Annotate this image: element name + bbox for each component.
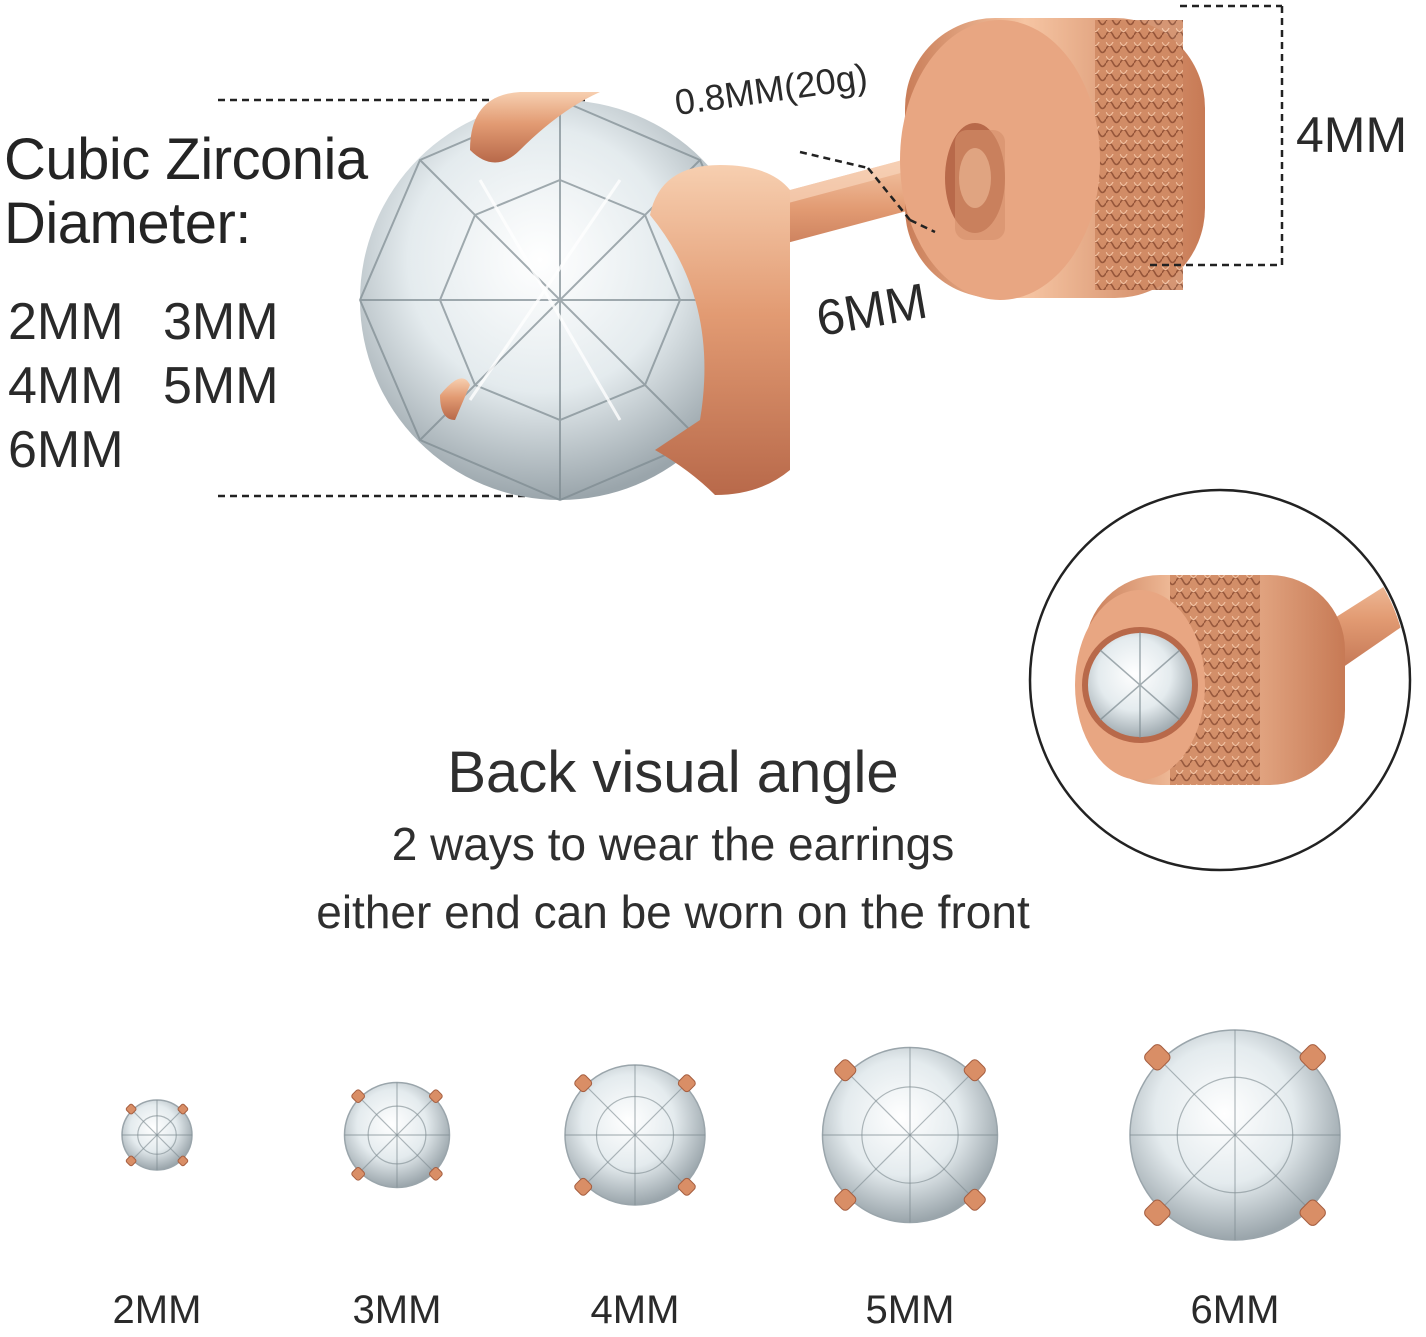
back-visual-angle-title: Back visual angle [447,740,899,805]
size-options-list: 2MM 3MM 4MM 5MM 6MM [8,290,318,482]
prong [1299,1044,1326,1071]
prong [574,1074,593,1093]
size-option: 6MM [8,421,124,479]
size-caption: 2MM [112,1288,202,1332]
heading-line-2: Diameter: [4,191,251,256]
prong [963,1188,986,1211]
prong [351,1089,365,1103]
size-option: 3MM [163,293,279,351]
stone-4mm [564,1064,706,1206]
prong [125,1155,137,1167]
size-caption: 6MM [1190,1288,1280,1332]
prong [1144,1044,1171,1071]
back-info-line-1: 2 ways to wear the earrings [391,818,955,870]
stone-3mm [343,1081,451,1189]
size-option: 4MM [8,357,124,415]
prong [677,1074,696,1093]
stone-6mm [1129,1029,1341,1241]
prong [351,1167,365,1181]
stone-5mm [821,1046,999,1224]
size-caption: 4MM [590,1288,680,1332]
stone-2mm [121,1099,193,1171]
size-option: 5MM [163,357,279,415]
heading-line-1: Cubic Zirconia [4,127,368,192]
prong [177,1155,189,1167]
prong [1299,1199,1326,1226]
prong [177,1103,189,1115]
wire-guide [799,150,936,234]
screw-back [900,18,1205,300]
prong [834,1059,857,1082]
back-view-inset [1028,488,1412,872]
size-caption: 5MM [865,1288,955,1332]
prong [834,1188,857,1211]
prong [429,1089,443,1103]
back-info-line-2: either end can be worn on the front [316,886,1030,938]
back-height-guides [1150,4,1284,267]
size-caption: 3MM [352,1288,442,1332]
stone-size-row [121,1029,1341,1241]
size-option: 2MM [8,293,124,351]
prong [677,1177,696,1196]
back-info-text: 2 ways to wear the earrings either end c… [0,812,1346,944]
prong [574,1177,593,1196]
diameter-guides [218,98,590,498]
prong [1144,1199,1171,1226]
prong [963,1059,986,1082]
cz-diameter-heading: Cubic Zirconia Diameter: [4,128,368,256]
prong [429,1167,443,1181]
main-stone [358,92,790,502]
back-height-label: 4MM [1296,107,1408,163]
prong [125,1103,137,1115]
